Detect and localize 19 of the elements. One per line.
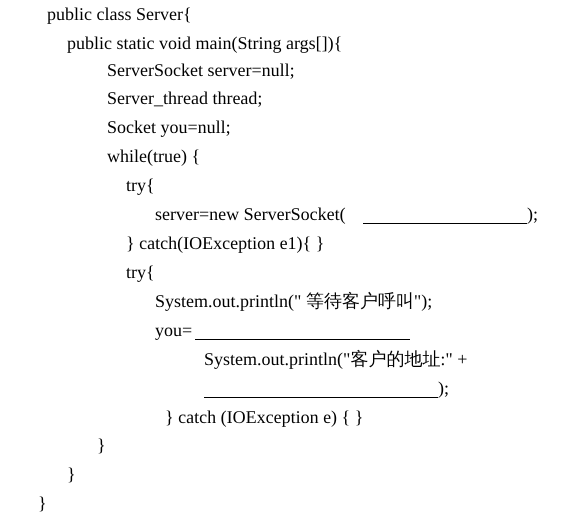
code-line: } catch(IOException e1){ } — [126, 232, 324, 254]
code-line: public class Server{ — [47, 3, 192, 25]
code-line: Server_thread thread; — [107, 87, 262, 109]
code-line: } — [38, 492, 47, 514]
code-line: while(true) { — [107, 145, 200, 167]
code-line: ); — [527, 203, 538, 225]
code-line: } catch (IOException e) { } — [165, 406, 364, 428]
code-line: } — [97, 434, 106, 456]
code-line: server=new ServerSocket( — [155, 203, 346, 225]
code-line: Socket you=null; — [107, 116, 231, 138]
code-line: try{ — [126, 261, 155, 283]
code-line: System.out.println("客户的地址:" + — [204, 348, 468, 370]
code-line: public static void main(String args[]){ — [67, 32, 342, 54]
code-line: } — [67, 463, 76, 485]
code-line: ServerSocket server=null; — [107, 59, 295, 81]
code-line: try{ — [126, 174, 155, 196]
code-line: System.out.println(" 等待客户呼叫"); — [155, 290, 432, 312]
code-line: you= — [155, 319, 192, 341]
code-line: ); — [438, 377, 449, 399]
